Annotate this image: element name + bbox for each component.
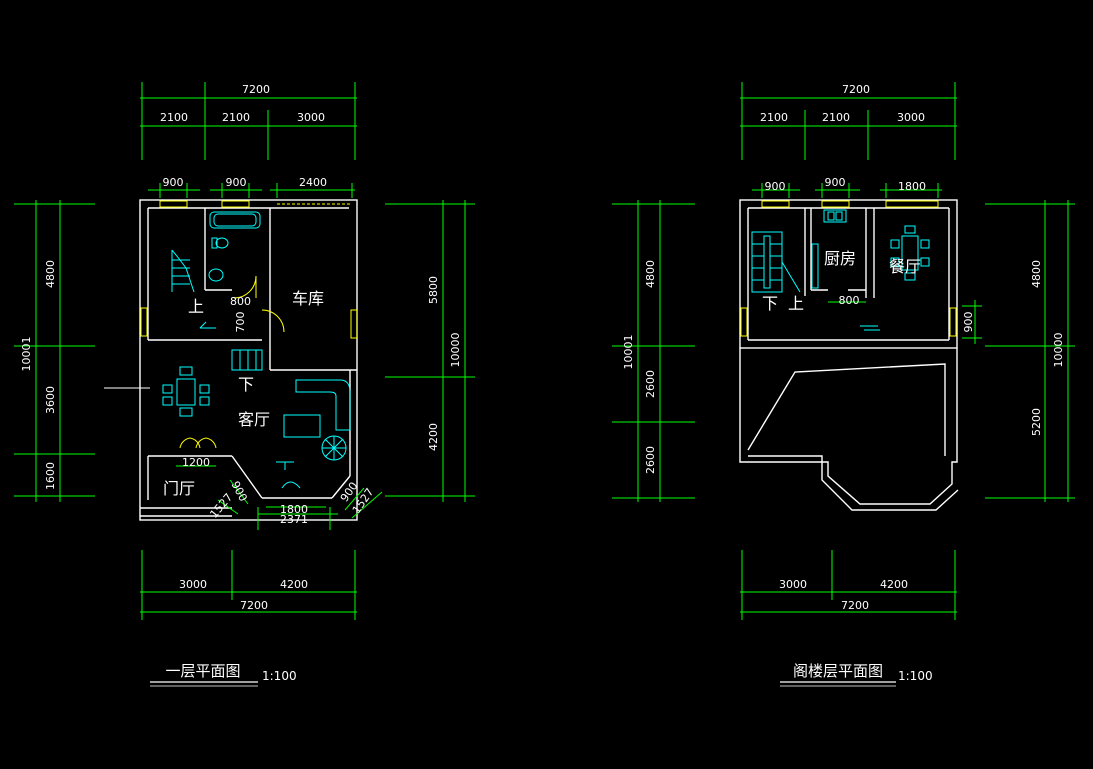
gf-dim-bottom-a: 3000 (179, 578, 207, 591)
af-walls (739, 199, 959, 511)
gf-dim-left-b: 3600 (44, 386, 57, 414)
gf-stair-down-label: 下 (238, 375, 254, 394)
gf-dim-window-a: 900 (163, 176, 184, 189)
gf-title: 一层平面图 (165, 662, 240, 680)
gf-dim-left-total: 10001 (20, 337, 33, 372)
gf-dim-left-c: 1600 (44, 462, 57, 490)
af-dim-top-total: 7200 (842, 83, 870, 96)
gf-dim-top-a: 2100 (160, 111, 188, 124)
af-windows (740, 200, 957, 337)
af-dim-left-c: 2600 (644, 446, 657, 474)
gf-stair-up-label: 上 (188, 297, 204, 316)
af-dim-bottom-a: 3000 (779, 578, 807, 591)
af-bottom-dimensions (740, 550, 957, 620)
af-dim-window-a: 900 (765, 180, 786, 193)
af-left-dimensions (612, 200, 695, 502)
gf-dim-bottom-b: 4200 (280, 578, 308, 591)
af-dim-left-b: 2600 (644, 370, 657, 398)
af-dim-window-c: 1800 (898, 180, 926, 193)
gf-room-living: 客厅 (238, 410, 270, 429)
gf-fixtures (162, 211, 351, 489)
gf-dim-top-c: 3000 (297, 111, 325, 124)
gf-dim-window-b: 900 (226, 176, 247, 189)
gf-dim-right-b: 4200 (427, 423, 440, 451)
gf-room-foyer: 门厅 (163, 479, 195, 498)
gf-dim-window-c: 2400 (299, 176, 327, 189)
gf-dim-door-700: 700 (234, 312, 247, 333)
gf-dim-top-total: 7200 (242, 83, 270, 96)
af-right-dimensions (962, 200, 1075, 502)
af-dim-door-800: 800 (839, 294, 860, 307)
ground-floor-plan: 7200 2100 2100 3000 900 900 2400 10001 4… (14, 82, 475, 687)
af-dim-bottom-b: 4200 (880, 578, 908, 591)
gf-right-dimensions (385, 200, 475, 502)
af-dim-window-right: 900 (962, 312, 975, 333)
gf-dim-right-a: 5800 (427, 276, 440, 304)
af-scale: 1:100 (898, 669, 933, 683)
gf-windows (140, 200, 358, 449)
gf-dim-right-total: 10000 (449, 333, 462, 368)
attic-floor-plan: 7200 2100 2100 3000 900 900 1800 10001 4… (612, 82, 1075, 687)
gf-dim-top-b: 2100 (222, 111, 250, 124)
gf-bottom-dimensions (140, 550, 357, 620)
af-dim-bottom-total: 7200 (841, 599, 869, 612)
gf-dim-foyer-1200: 1200 (182, 456, 210, 469)
af-top-dimensions (740, 82, 957, 198)
gf-dim-bay-2371: 2371 (280, 513, 308, 526)
af-stair-up-label: 上 (788, 294, 804, 313)
af-dim-top-a: 2100 (760, 111, 788, 124)
gf-dim-bottom-total: 7200 (240, 599, 268, 612)
af-dim-right-a: 4800 (1030, 260, 1043, 288)
gf-scale: 1:100 (262, 669, 297, 683)
af-room-kitchen: 厨房 (824, 249, 856, 268)
gf-dim-bay-1800: 1800 (280, 503, 308, 516)
af-dim-left-a: 4800 (644, 260, 657, 288)
gf-dim-door-800: 800 (230, 295, 251, 308)
af-dim-window-b: 900 (825, 176, 846, 189)
af-dim-top-c: 3000 (897, 111, 925, 124)
af-dim-top-b: 2100 (822, 111, 850, 124)
af-title: 阁楼层平面图 (793, 662, 883, 680)
gf-top-dimensions (140, 82, 357, 198)
af-fixtures (751, 209, 930, 331)
gf-bay-dimensions (176, 465, 383, 530)
af-room-dining: 餐厅 (889, 257, 921, 276)
af-stair-down-label: 下 (762, 294, 778, 313)
af-dim-left-total: 10001 (622, 335, 635, 370)
af-dim-right-total: 10000 (1052, 333, 1065, 368)
gf-dim-left-a: 4800 (44, 260, 57, 288)
af-dim-right-b: 5200 (1030, 408, 1043, 436)
gf-left-dimensions (14, 200, 150, 502)
gf-room-garage: 车库 (292, 289, 324, 308)
